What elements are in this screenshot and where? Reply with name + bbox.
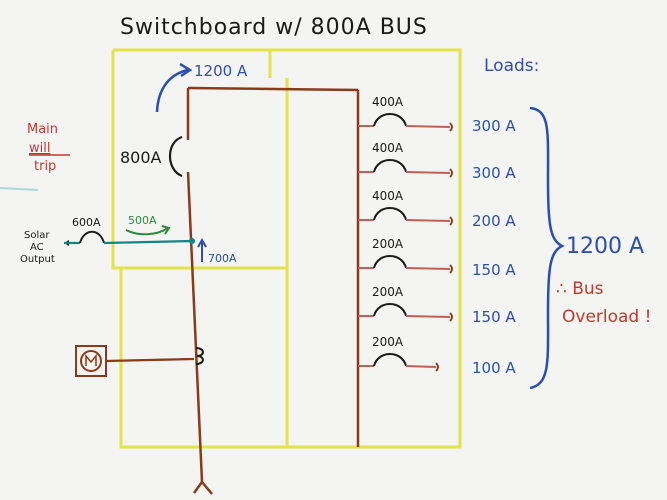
solar-line-right [103, 239, 193, 245]
enclosure-outline-right [113, 48, 462, 449]
bus-feed-lower [186, 171, 204, 483]
bus-current-arrowhead [197, 237, 207, 248]
meter-icon [80, 350, 102, 372]
meter-icon-glyph [85, 353, 97, 366]
branch-circuits: 400A 300 A 400A 300 A 400A 200 A 200A 15… [358, 95, 516, 377]
branch-circuit: 400A 200 A [358, 189, 516, 230]
branch-breaker-symbol [373, 303, 407, 317]
main-breaker: 800A [120, 135, 183, 178]
load-value: 150 A [472, 308, 516, 326]
main-bus [186, 86, 360, 495]
solar-label-line-3: Output [20, 254, 55, 265]
bus-current-label: 700A [208, 252, 237, 265]
branch-breaker-label: 400A [372, 189, 404, 203]
branch-terminal-icon [449, 264, 453, 274]
solar-flow-arrowhead [161, 225, 171, 235]
meter-tap-symbol [195, 347, 204, 365]
branch-load-line [405, 219, 451, 222]
main-current-label: 1200 A [194, 62, 248, 80]
bus-current-arrow: 700A [197, 237, 237, 265]
loads-heading: Loads: [484, 56, 539, 76]
solar-breaker-label: 600A [72, 216, 101, 229]
branch-breaker-label: 200A [372, 285, 404, 299]
main-trip-line-2: will [29, 141, 50, 156]
branch-breaker-label: 200A [372, 335, 404, 349]
meter-source [75, 345, 204, 377]
solar-label-line-1: Solar [24, 230, 50, 241]
bus-top-bar [187, 86, 359, 92]
branch-breaker-symbol [373, 255, 407, 269]
branch-breaker-symbol [373, 353, 407, 367]
branch-circuit: 400A 300 A [358, 95, 516, 135]
overload-note: ∴ Bus Overload ! [556, 279, 651, 327]
branch-breaker-label: 200A [372, 237, 404, 251]
enclosure-outline-left [111, 50, 287, 449]
solar-flow-arrow [125, 227, 169, 236]
branch-terminal-icon [449, 168, 453, 178]
branch-terminal-icon [449, 216, 453, 226]
solar-flow-label: 500A [128, 214, 157, 227]
diagram-title: Switchboard w/ 800A BUS [120, 15, 428, 40]
overload-line-2: Overload ! [562, 307, 651, 327]
service-entrance-arrow [192, 479, 213, 495]
branch-load-line [405, 171, 451, 174]
meter-connection-line [105, 357, 195, 363]
main-current-arrow: 1200 A [155, 62, 248, 113]
main-breaker-symbol [168, 135, 183, 178]
branch-load-line [405, 365, 437, 368]
branch-breaker-symbol [373, 159, 407, 173]
load-value: 300 A [472, 164, 516, 182]
solar-label-line-2: AC [30, 242, 44, 253]
load-value: 150 A [472, 261, 516, 279]
branch-terminal-icon [449, 122, 453, 132]
loads-total: 1200 A [566, 234, 644, 259]
load-value: 100 A [472, 359, 516, 377]
branch-terminal-icon [449, 312, 453, 322]
overload-line-1: ∴ Bus [556, 279, 604, 299]
main-trip-line-1: Main [27, 122, 58, 137]
branch-circuit: 400A 300 A [358, 141, 516, 182]
loads-brace [529, 106, 565, 390]
branch-load-line [405, 267, 451, 270]
solar-cable-faint [0, 187, 39, 191]
solar-input: Solar AC Output 600A 500A [20, 214, 195, 265]
branch-load-line [405, 125, 451, 128]
load-value: 300 A [472, 117, 516, 135]
branch-load-line [405, 315, 451, 318]
branch-circuit: 200A 150 A [358, 285, 516, 326]
branch-circuit: 200A 150 A [358, 237, 516, 279]
branch-terminal-icon [435, 362, 439, 372]
main-current-arrow-line [155, 68, 189, 113]
branch-breaker-symbol [373, 207, 407, 221]
branch-breaker-label: 400A [372, 141, 404, 155]
solar-breaker-symbol [79, 230, 105, 244]
branch-breaker-label: 400A [372, 95, 404, 109]
main-trip-note: Main will trip [27, 122, 70, 174]
solar-tap-dot [189, 238, 195, 244]
main-breaker-label: 800A [120, 148, 162, 167]
switchboard-enclosure [111, 48, 462, 449]
branch-circuit: 200A 100 A [358, 335, 516, 377]
load-value: 200 A [472, 212, 516, 230]
main-trip-line-3: trip [34, 159, 56, 174]
main-current-arrowhead [179, 62, 193, 78]
branch-breaker-symbol [373, 113, 407, 127]
